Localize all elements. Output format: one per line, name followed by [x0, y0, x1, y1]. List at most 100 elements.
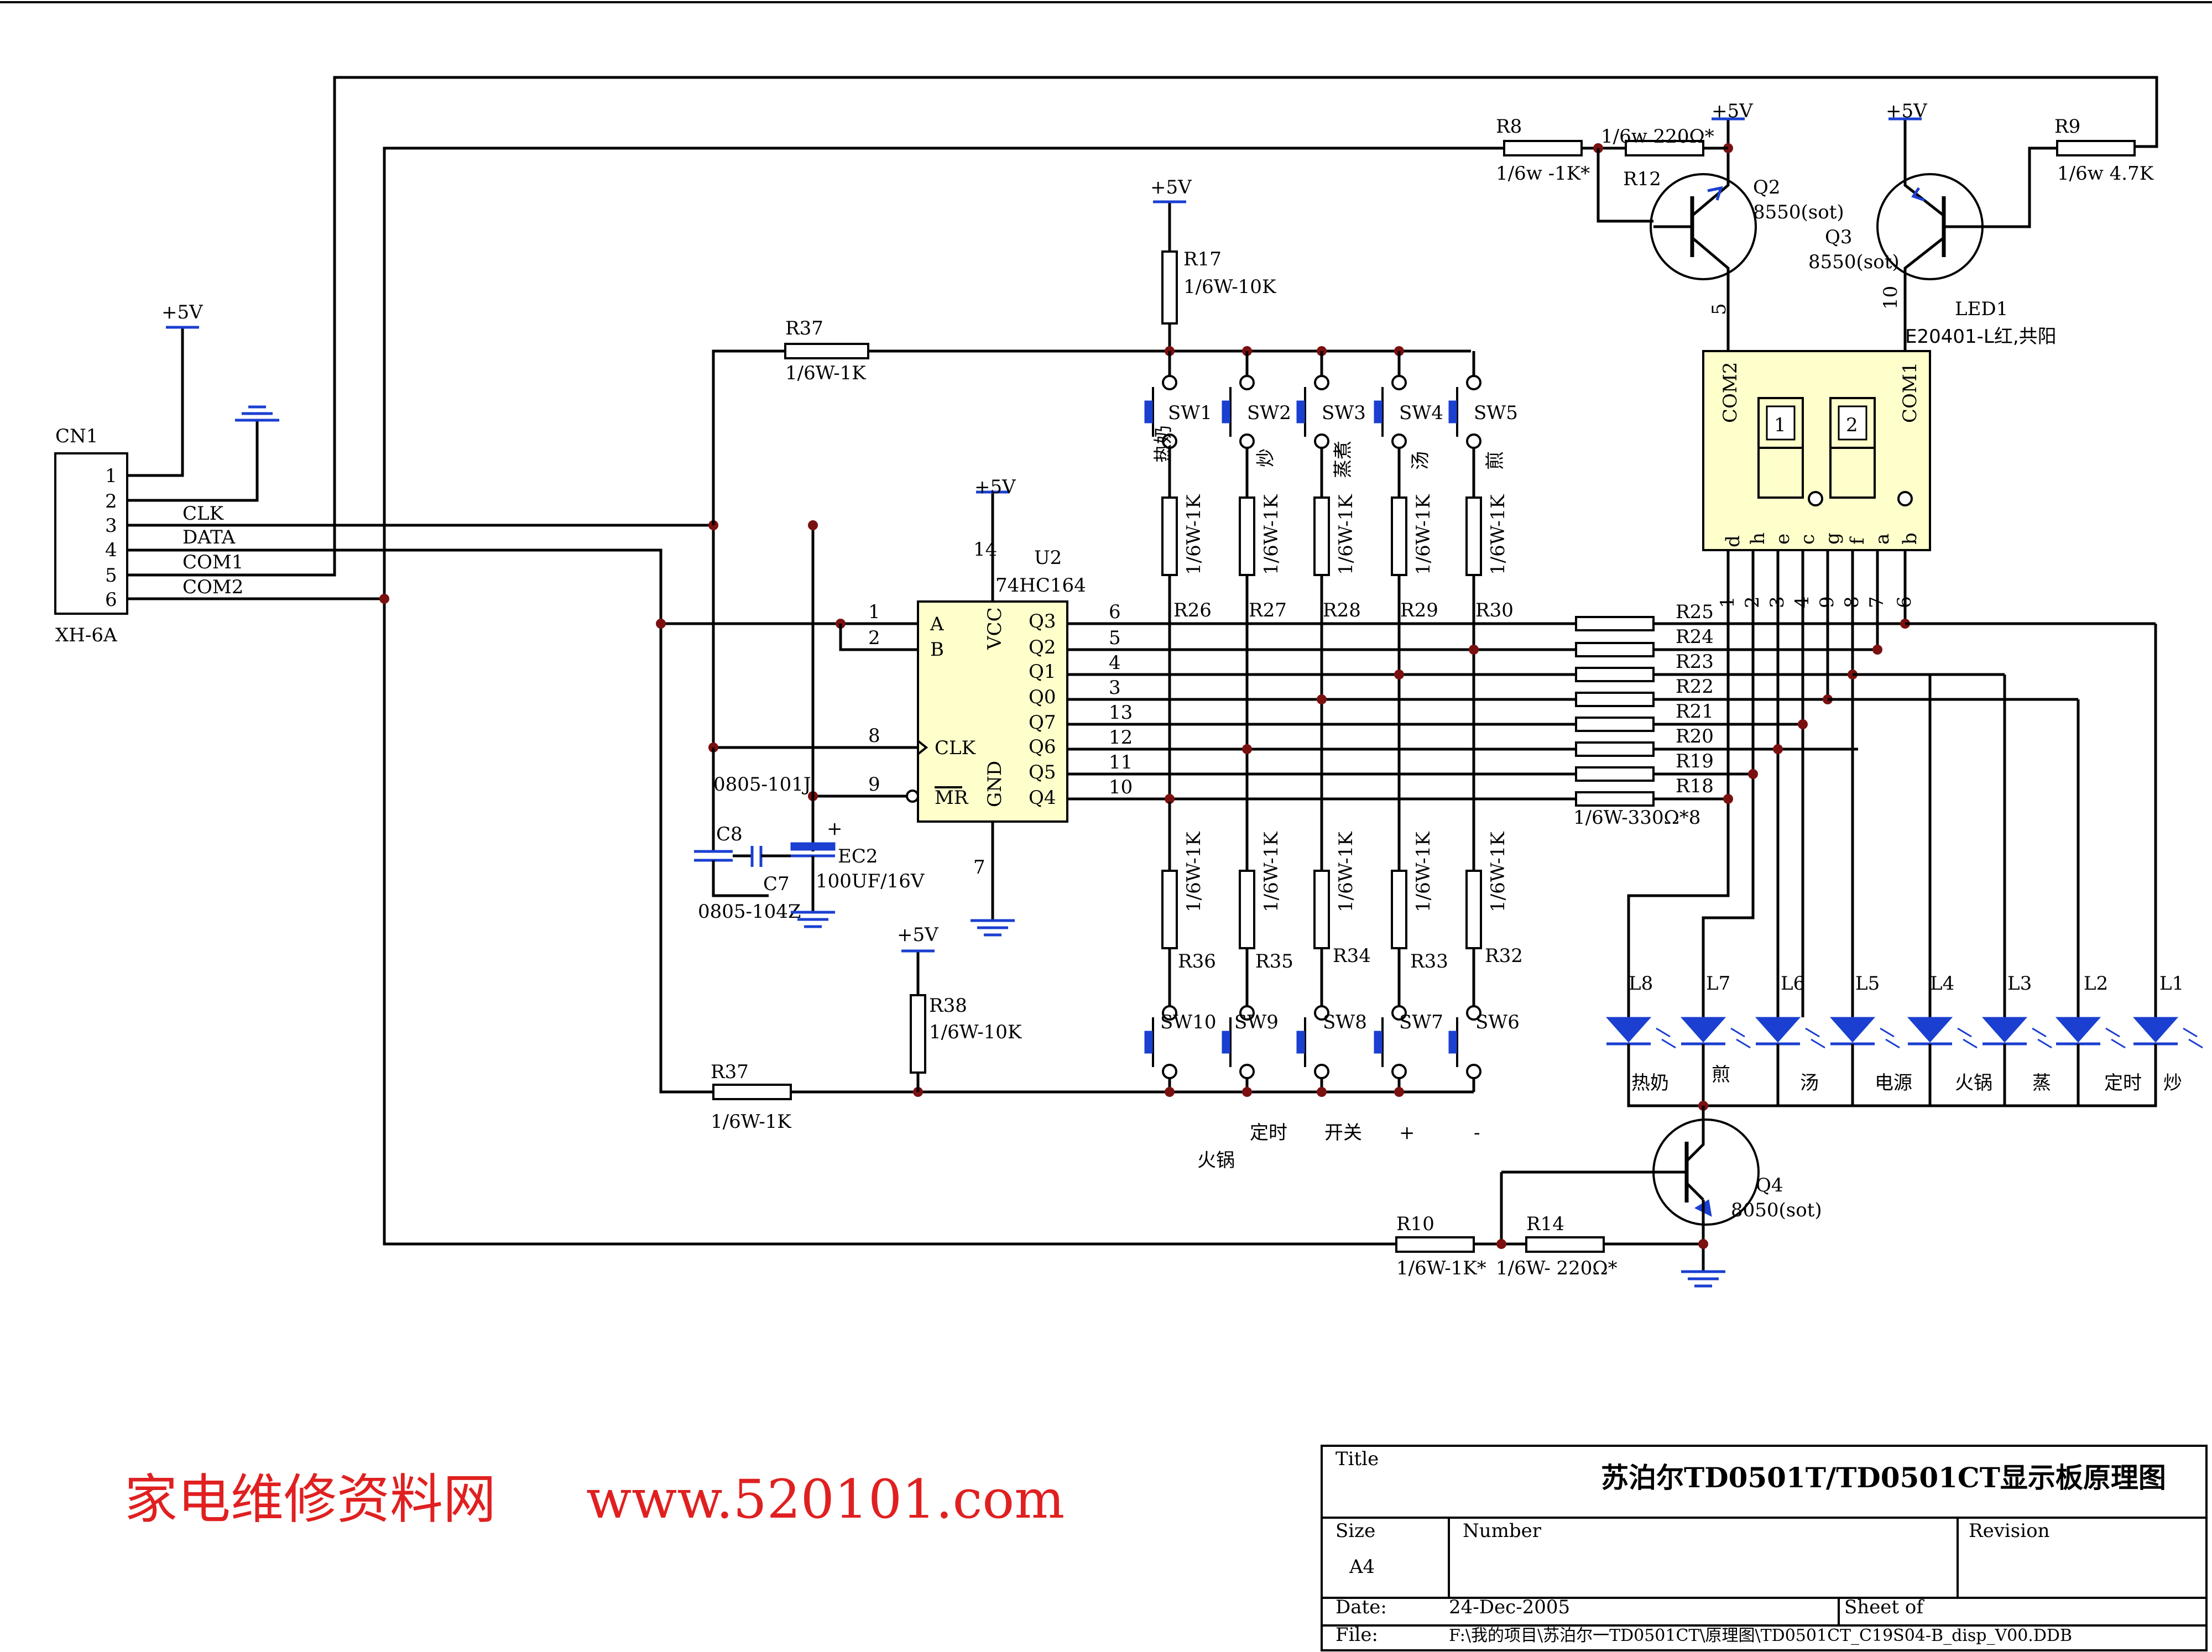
r22-ref: R22 — [1676, 676, 1714, 698]
ic-pin-label: Q4 — [1029, 787, 1056, 809]
seg-pin: 2 — [1741, 596, 1764, 608]
ic-ref: U2 — [1034, 547, 1062, 569]
label-hotpot: 火锅 — [1197, 1149, 1235, 1172]
l4-label: 火锅 — [1955, 1072, 1992, 1094]
resistor-r8 — [1503, 140, 1583, 156]
ic-pin-label: Q3 — [1029, 610, 1056, 632]
r12-value: 1/6w 220Ω* — [1601, 126, 1714, 148]
c8-value: 0805-101J — [713, 773, 811, 796]
ic-pin-label: Q0 — [1029, 686, 1056, 708]
seg-e: e — [1772, 534, 1794, 545]
switch-sw10: SW10 — [1144, 1005, 1217, 1079]
ic-pin-label: MR — [935, 787, 969, 809]
ic-pin-number: 5 — [1109, 627, 1121, 649]
sw7-ref: SW7 — [1399, 1011, 1443, 1033]
sw8-ref: SW8 — [1323, 1011, 1367, 1033]
transistor-q4: Q4 8050(sot) — [1500, 1106, 1822, 1244]
res-value: 1/6W-1K — [1412, 494, 1434, 575]
ic-pin-number: 6 — [1109, 601, 1121, 623]
r8-ref: R8 — [1496, 116, 1522, 138]
switch-sw3: SW3 蒸煮 R28 — [1296, 346, 1366, 802]
ic-pin-label: CLK — [935, 737, 976, 759]
r26-ref: R26 — [1173, 599, 1212, 621]
switch-sw9: SW9 — [1222, 1005, 1279, 1079]
switch-sw2: SW2 炒 R27 — [1222, 346, 1291, 802]
resistor-r37-top — [784, 343, 869, 359]
size-label: Size — [1335, 1520, 1375, 1542]
l2-ref: L2 — [2084, 973, 2108, 995]
signal-data: DATA — [182, 526, 236, 548]
label-minus: - — [1474, 1122, 1480, 1144]
transistor-q2: Q2 8550(sot) 5 — [1650, 119, 1844, 351]
c7-ref: C7 — [763, 873, 790, 895]
vcc-label: +5V — [1886, 100, 1928, 122]
digit-2: 2 — [1846, 414, 1858, 436]
seg-d: d — [1722, 535, 1744, 547]
ic-pin-label: B — [930, 639, 944, 661]
r25-ref: R25 — [1676, 601, 1714, 623]
ic-74hc164: U2 74HC164 A B CLK MR Q3 Q2 Q1 Q0 Q7 Q6 … — [917, 547, 1086, 823]
r14-ref: R14 — [1526, 1213, 1564, 1235]
r37b-value: 1/6W-1K — [711, 1111, 791, 1133]
led-l6 — [1755, 1017, 1825, 1049]
r36-ref: R36 — [1178, 950, 1216, 973]
r30-ref: R30 — [1475, 599, 1514, 621]
res-value: 1/6W-1K — [1260, 832, 1282, 912]
ec2-plus: + — [827, 818, 843, 840]
r18-ref: R18 — [1676, 775, 1714, 797]
r10-value: 1/6W-1K* — [1396, 1257, 1486, 1279]
seg-b: b — [1899, 532, 1921, 545]
signal-clk: CLK — [182, 503, 224, 525]
resistor-r9 — [2056, 140, 2136, 156]
r28-ref: R28 — [1323, 599, 1361, 621]
switch-matrix-top: SW1 热奶 R26 SW2 炒 R27 — [1144, 346, 1518, 804]
ic-part: 74HC164 — [995, 574, 1086, 597]
r37-value: 1/6W-1K — [785, 362, 866, 384]
r9-ref: R9 — [2054, 116, 2080, 138]
r17-ref: R17 — [1183, 248, 1222, 270]
r20-ref: R20 — [1676, 725, 1714, 747]
l6-label: 汤 — [1800, 1072, 1819, 1094]
cn1-pin: 5 — [105, 564, 117, 587]
r9-value: 1/6w 4.7K — [2057, 163, 2154, 185]
vcc-label: +5V — [1712, 100, 1754, 122]
resistor-r10 — [1395, 1236, 1475, 1253]
switch-sw8: SW8 — [1296, 1005, 1367, 1079]
r24-ref: R24 — [1676, 626, 1714, 648]
sw10-ref: SW10 — [1160, 1011, 1217, 1033]
transistor-q3: Q3 8550(sot) 10 — [1808, 119, 2057, 351]
watermark-url: www.520101.com — [586, 1468, 1065, 1530]
led-l3 — [1981, 1017, 2052, 1049]
cn1-ref: CN1 — [55, 425, 98, 447]
seg-pin: 7 — [1866, 596, 1888, 608]
switch-sw1: SW1 热奶 R26 — [1144, 346, 1212, 802]
resistor-r38 — [910, 994, 926, 1074]
r37b-ref: R37 — [711, 1061, 749, 1083]
wire-cn1-gnd — [127, 420, 259, 502]
ic-vcc: VCC — [984, 607, 1006, 650]
series-res-value: 1/6W-330Ω*8 — [1573, 807, 1700, 829]
capacitor-c7: C7 0805-104Z — [698, 796, 815, 923]
r29-ref: R29 — [1400, 599, 1438, 621]
display-com2: COM2 — [1719, 362, 1741, 423]
r37-ref: R37 — [785, 317, 823, 339]
sw2-ref: SW2 — [1247, 402, 1291, 424]
r38-value: 1/6W-10K — [929, 1021, 1022, 1043]
cn1-pin: 1 — [105, 465, 117, 487]
sw4-label: 汤 — [1410, 451, 1432, 470]
led1-part: E20401-L红,共阳 — [1905, 326, 2057, 348]
ic-pin-number: 7 — [973, 856, 985, 879]
l6-ref: L6 — [1781, 973, 1805, 995]
r23-ref: R23 — [1676, 651, 1714, 673]
ic-pin-number: 4 — [1109, 652, 1121, 674]
watermark-site-name: 家电维修资料网 — [124, 1468, 496, 1530]
r12-ref: R12 — [1623, 168, 1661, 190]
ic-pin-number: 10 — [1109, 776, 1133, 798]
vcc-label: +5V — [974, 476, 1016, 498]
seg-pin: 9 — [1816, 596, 1838, 608]
res-value: 1/6W-1K — [1260, 494, 1282, 575]
ec2-value: 100UF/16V — [816, 870, 925, 892]
resistor-r17 — [1161, 250, 1178, 325]
ic-pin-number: 3 — [1109, 677, 1121, 699]
seg-h: h — [1747, 532, 1769, 545]
